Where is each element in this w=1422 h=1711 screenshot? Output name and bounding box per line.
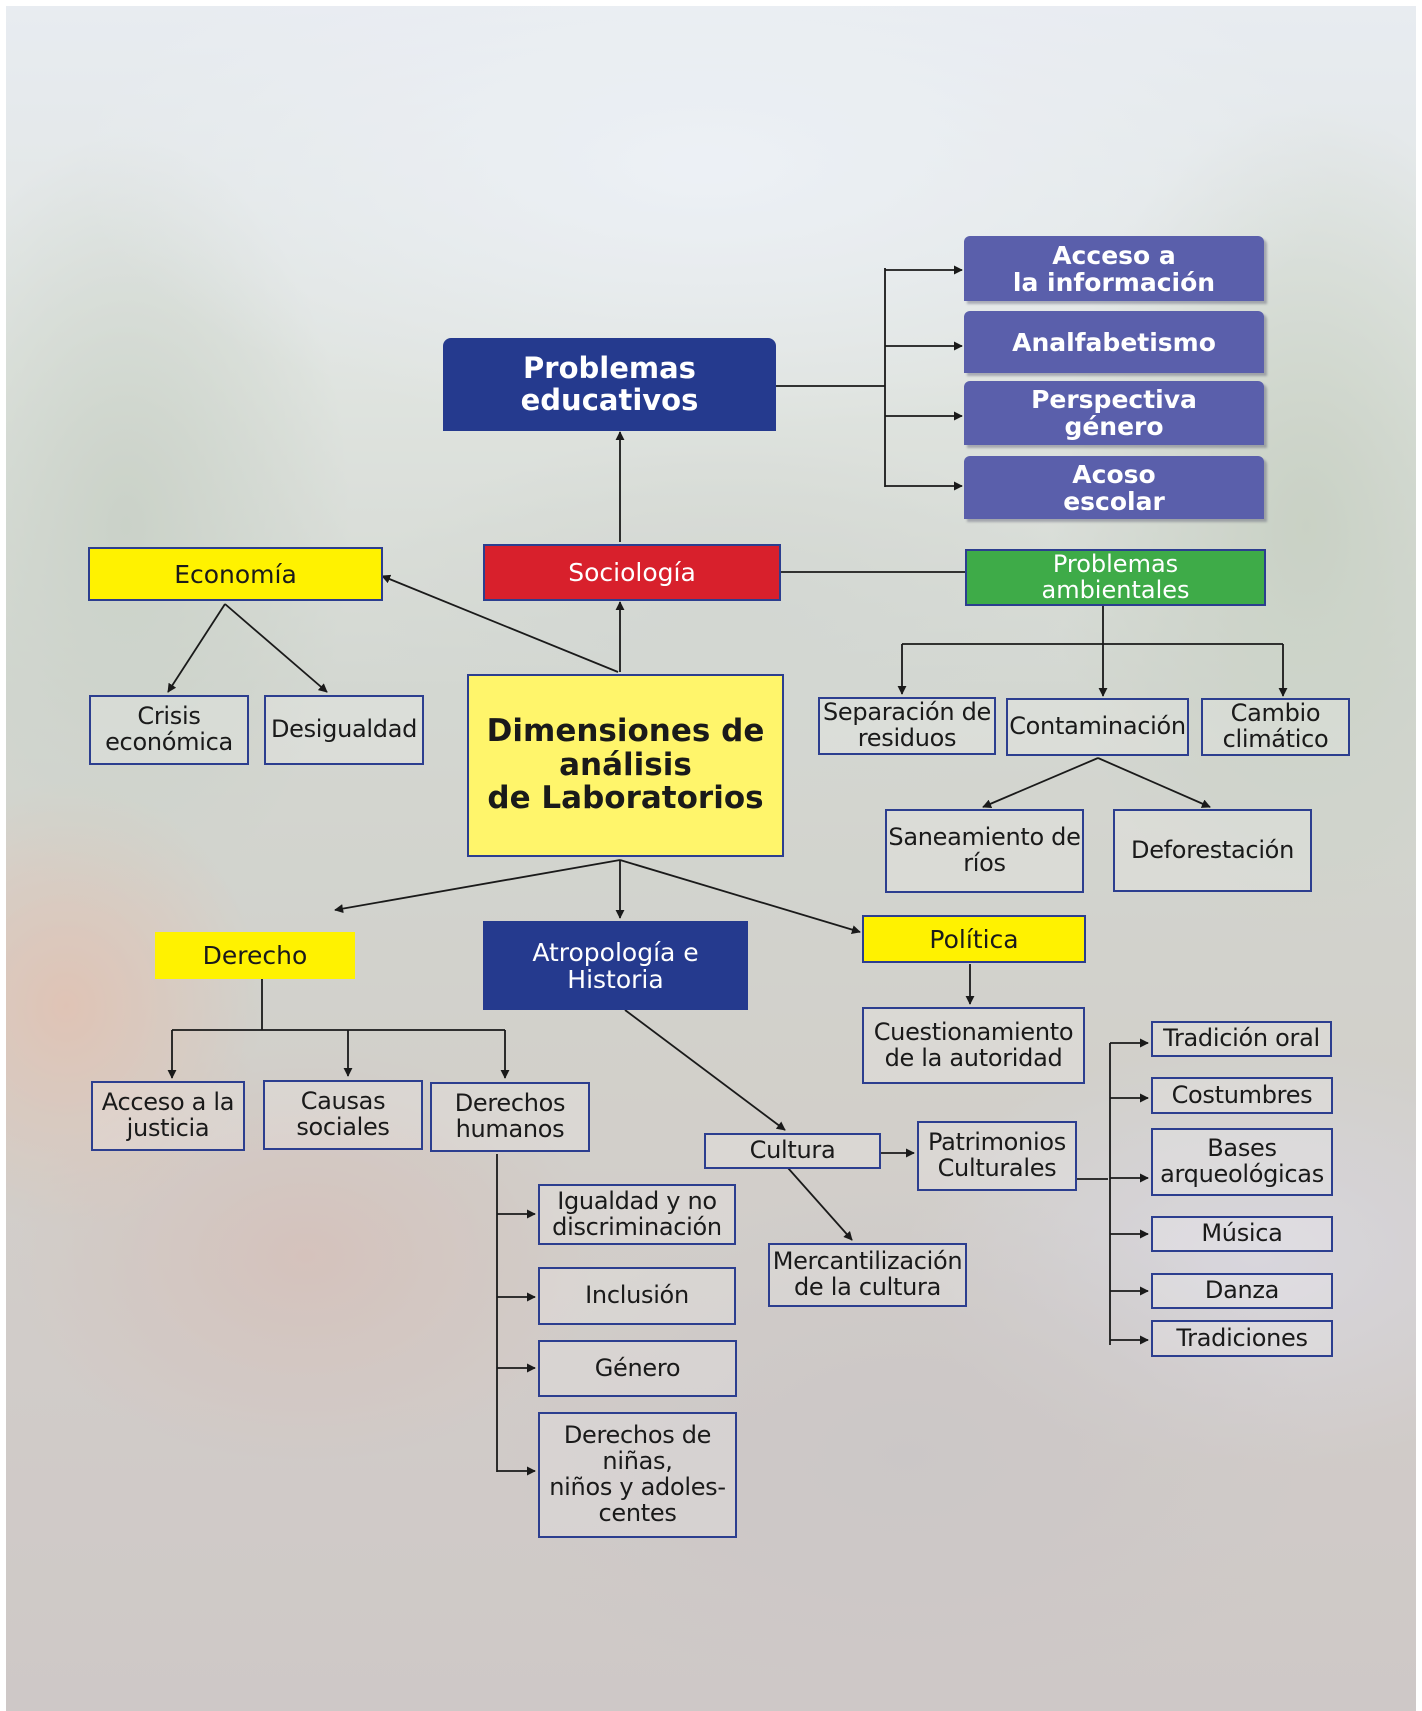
edge-economia-crisis	[167, 603, 226, 693]
node-cuestionamiento-autoridad: Cuestionamiento de la autoridad	[862, 1007, 1085, 1084]
edge-center-derecho	[334, 859, 621, 914]
node-costumbres: Costumbres	[1151, 1077, 1333, 1114]
node-derecho: Derecho	[155, 932, 355, 979]
node-dimensiones-analisis: Dimensiones de análisis de Laboratorios	[467, 674, 784, 857]
node-genero: Género	[538, 1340, 737, 1397]
node-bases-arqueologicas: Bases arqueológicas	[1151, 1128, 1333, 1196]
node-deforestacion: Deforestación	[1113, 809, 1312, 892]
edge-derecho-trunk	[172, 978, 505, 1031]
node-economia: Economía	[88, 547, 383, 601]
node-desigualdad: Desigualdad	[264, 695, 424, 765]
node-contaminacion: Contaminación	[1006, 698, 1189, 756]
edge-antropologia-cultura	[624, 1009, 786, 1131]
node-cultura: Cultura	[704, 1133, 881, 1169]
node-sociologia: Sociología	[483, 544, 781, 601]
node-musica: Música	[1151, 1216, 1333, 1252]
node-acceso-justicia: Acceso a la justicia	[91, 1081, 245, 1151]
edge-contaminacion-deforestacion	[1097, 757, 1211, 808]
edge-center-politica	[619, 859, 861, 934]
node-problemas-educativos: Problemas educativos	[443, 338, 776, 431]
edge-ambientales-trunk	[902, 606, 1283, 645]
node-separacion-residuos: Separación de residuos	[818, 697, 996, 755]
node-crisis-economica: Crisis económica	[89, 695, 249, 765]
node-acoso-escolar: Acoso escolar	[964, 456, 1264, 519]
node-mercantilizacion-cultura: Mercantilización de la cultura	[768, 1243, 967, 1307]
node-acceso-informacion: Acceso a la información	[964, 236, 1264, 301]
node-causas-sociales: Causas sociales	[263, 1080, 423, 1150]
edge-contaminacion-saneamiento	[982, 757, 1099, 808]
node-igualdad-no-discriminacion: Igualdad y no discriminación	[538, 1184, 736, 1245]
node-politica: Política	[862, 915, 1086, 963]
node-tradiciones: Tradiciones	[1151, 1320, 1333, 1357]
node-derechos-humanos: Derechos humanos	[430, 1082, 590, 1152]
node-saneamiento-rios: Saneamiento de ríos	[885, 809, 1084, 893]
edge-educativos-trunk	[775, 268, 886, 487]
node-antropologia-historia: Atropología e Historia	[483, 921, 748, 1010]
node-analfabetismo: Analfabetismo	[964, 311, 1264, 373]
edge-cultura-mercantilizacion	[787, 1167, 853, 1241]
node-tradicion-oral: Tradición oral	[1151, 1021, 1332, 1057]
node-cambio-climatico: Cambio climático	[1201, 698, 1350, 756]
node-perspectiva-genero: Perspectiva género	[964, 381, 1264, 445]
edge-economia-desigualdad	[224, 603, 328, 693]
node-inclusion: Inclusión	[538, 1267, 736, 1325]
edge-center-economia	[381, 574, 619, 673]
node-problemas-ambientales: Problemas ambientales	[965, 549, 1266, 606]
node-derechos-ninos: Derechos de niñas, niños y adoles- cente…	[538, 1412, 737, 1538]
node-patrimonios-culturales: Patrimonios Culturales	[917, 1121, 1077, 1191]
node-danza: Danza	[1151, 1273, 1333, 1309]
